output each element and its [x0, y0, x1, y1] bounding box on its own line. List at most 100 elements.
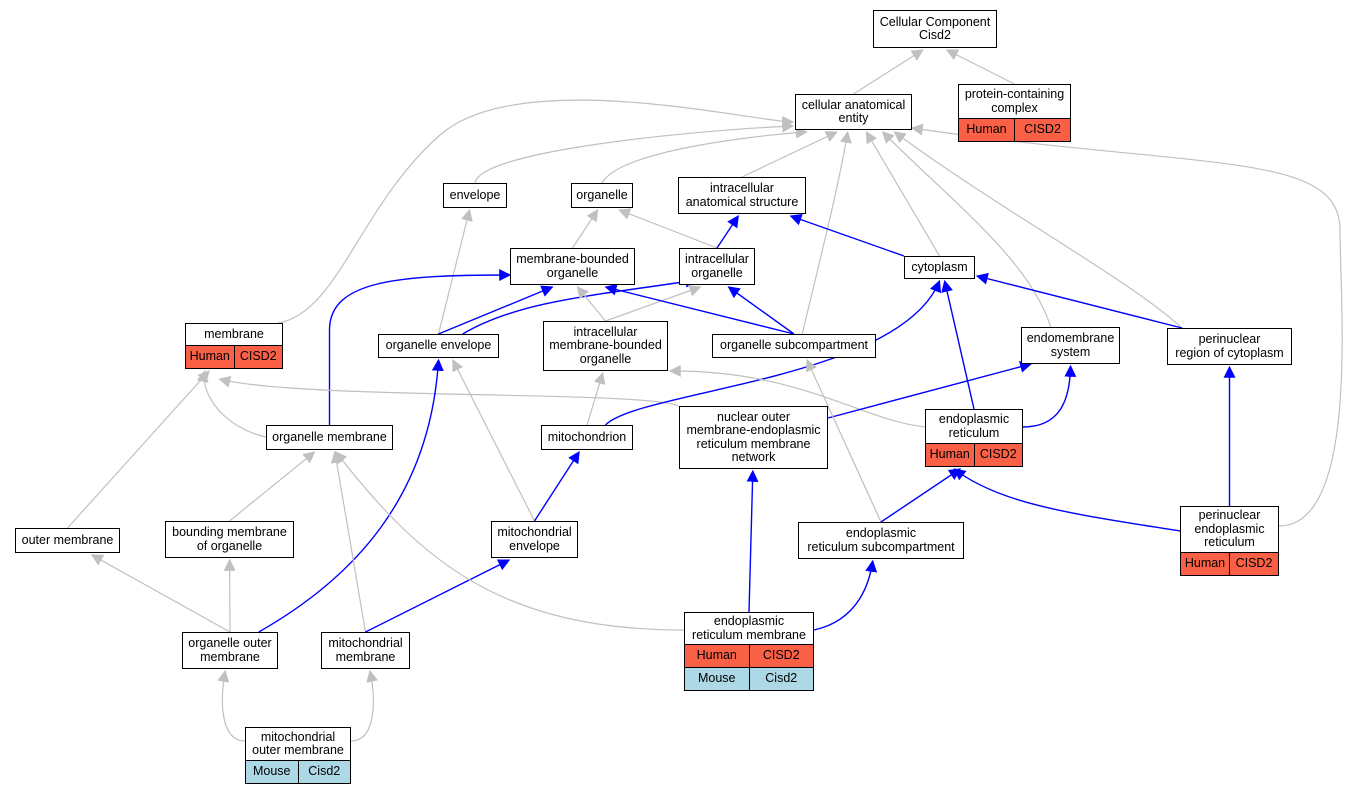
edge-org-to-cae [601, 126, 808, 184]
species-cell: Mouse [252, 764, 291, 779]
node-mm[interactable]: mitochondrial membrane [321, 632, 410, 669]
gene-cell: Cisd2 [748, 668, 814, 690]
edge-os-to-cae [801, 130, 852, 335]
node-ers[interactable]: endoplasmic reticulum subcompartment [798, 522, 964, 559]
edge-nom-to-ems [827, 360, 1033, 419]
node-label: intracellular anatomical structure [685, 181, 799, 209]
node-cyt[interactable]: cytoplasm [904, 256, 975, 279]
node-org[interactable]: organelle [571, 183, 633, 208]
node-ems[interactable]: endomembrane system [1021, 327, 1120, 364]
edge-io-to-ias [716, 215, 739, 249]
node-label: organelle subcompartment [720, 338, 868, 353]
node-label: mitochondrion [547, 429, 627, 444]
gene-cell: CISD2 [748, 645, 814, 667]
node-label: protein-containing complex [964, 87, 1065, 115]
node-mbo[interactable]: membrane-bounded organelle [510, 248, 635, 285]
node-label: outer membrane [21, 532, 114, 547]
node-label: organelle outer membrane [188, 636, 272, 664]
node-oe[interactable]: organelle envelope [378, 334, 499, 358]
node-om[interactable]: organelle membrane [266, 425, 393, 450]
edge-ias-to-cae [741, 131, 838, 178]
edge-om-to-mem [196, 369, 267, 438]
edge-ers-to-os [806, 358, 882, 523]
node-label: endomembrane system [1026, 331, 1115, 359]
edge-os-to-io [727, 286, 795, 335]
edge-oe-to-env [437, 208, 473, 335]
node-cc[interactable]: Cellular Component Cisd2 [873, 10, 997, 48]
node-ias[interactable]: intracellular anatomical structure [678, 177, 806, 214]
species-cell: Human [966, 122, 1007, 137]
edge-outm-to-mem [67, 370, 210, 529]
edge-cyt-to-ias [789, 213, 905, 257]
edge-om-to-mbo [328, 269, 512, 425]
edge-mom-to-oom [217, 669, 246, 742]
node-io[interactable]: intracellular organelle [679, 248, 755, 285]
node-os[interactable]: organelle subcompartment [712, 334, 876, 358]
edge-erm-to-om [335, 451, 685, 631]
gene-cell: CISD2 [1229, 553, 1278, 575]
edge-ers-to-er [880, 468, 962, 523]
edge-erm-to-ers [813, 559, 878, 631]
edge-er-to-ems [1022, 364, 1077, 428]
edge-prc-to-cae [893, 131, 1183, 329]
edge-per-to-er [953, 468, 1181, 532]
edge-prc-to-cyt [975, 272, 1183, 329]
gene-annotation-row: Mouse Cisd2 [246, 760, 350, 783]
node-outm[interactable]: outer membrane [15, 528, 120, 553]
node-label: envelope [449, 187, 501, 202]
node-label: Cellular Component Cisd2 [879, 14, 991, 42]
node-label: cytoplasm [911, 259, 968, 274]
node-env[interactable]: envelope [443, 183, 507, 208]
node-label: mitochondrial membrane [328, 636, 403, 664]
node-oom[interactable]: organelle outer membrane [182, 632, 278, 669]
edge-nom-to-mem [218, 375, 680, 407]
node-bmo[interactable]: bounding membrane of organelle [165, 521, 294, 558]
species-cell: Human [189, 349, 230, 364]
edge-mito-to-cyt [604, 279, 942, 426]
node-label: mitochondrial outer membrane [252, 729, 344, 757]
node-nom[interactable]: nuclear outer membrane-endoplasmic retic… [679, 406, 828, 469]
node-label: nuclear outer membrane-endoplasmic retic… [686, 409, 821, 464]
edge-er-to-cyt [941, 279, 975, 410]
gene-cell: Cisd2 [297, 761, 351, 783]
edge-imbo-to-io [605, 284, 702, 322]
edge-oe-to-io [462, 275, 698, 335]
gene-cell: CISD2 [233, 346, 283, 368]
node-label: perinuclear region of cytoplasm [1175, 332, 1284, 360]
node-imbo[interactable]: intracellular membrane-bounded organelle [543, 321, 668, 371]
node-prc[interactable]: perinuclear region of cytoplasm [1167, 328, 1292, 365]
edge-mm-to-om [330, 450, 367, 633]
node-label: endoplasmic reticulum membrane [692, 614, 806, 642]
node-cae[interactable]: cellular anatomical entity [795, 94, 912, 130]
edge-mom-to-mm [350, 669, 379, 742]
node-label: membrane [204, 326, 264, 341]
edge-bmo-to-om [229, 451, 316, 522]
edge-menv-to-mito [533, 450, 580, 522]
edge-mbo-to-org [571, 208, 599, 249]
node-label: bounding membrane of organelle [172, 525, 287, 553]
edge-pcc-to-cc [945, 49, 1015, 85]
node-mito[interactable]: mitochondrion [541, 425, 633, 450]
edge-ems-to-cae [881, 131, 1052, 328]
species-cell: Mouse [697, 671, 736, 686]
node-label: mitochondrial envelope [497, 525, 572, 553]
node-label: endoplasmic reticulum subcompartment [807, 526, 955, 554]
node-label: cellular anatomical entity [801, 97, 906, 125]
node-label: organelle envelope [385, 338, 492, 353]
edge-cyt-to-cae [865, 130, 941, 257]
node-label: organelle [576, 187, 628, 202]
gene-cell: CISD2 [973, 444, 1023, 466]
gene-cell: CISD2 [1014, 119, 1070, 141]
node-menv[interactable]: mitochondrial envelope [491, 521, 578, 558]
